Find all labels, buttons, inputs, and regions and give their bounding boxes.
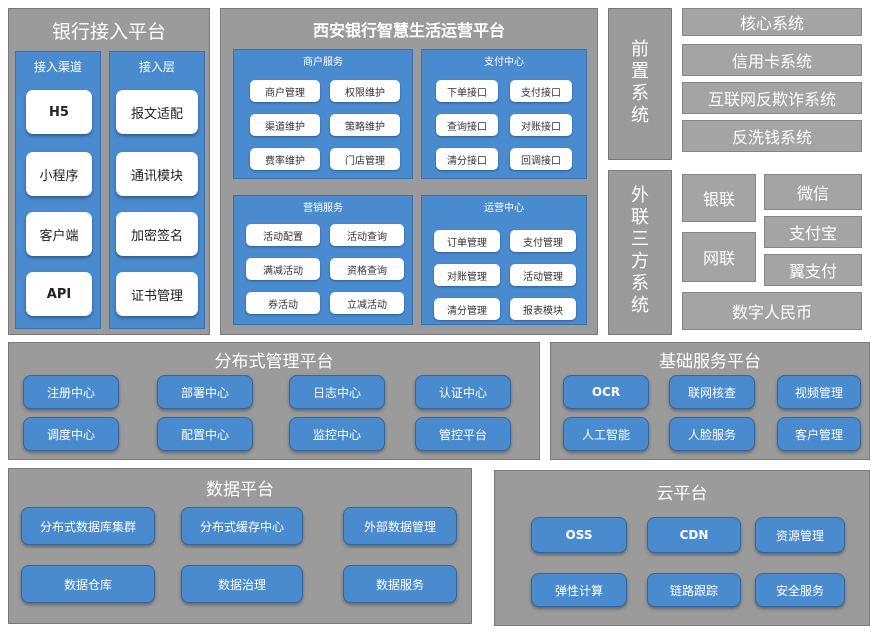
access-layer-column: 接入层 报文适配 通讯模块 加密签名 证书管理	[109, 51, 205, 329]
store-mgmt[interactable]: 门店管理	[330, 148, 400, 170]
bestpay[interactable]: 翼支付	[764, 254, 862, 286]
monitor-center[interactable]: 监控中心	[289, 417, 385, 451]
distributed-db-cluster[interactable]: 分布式数据库集群	[21, 507, 155, 545]
ocr-service[interactable]: OCR	[563, 375, 649, 409]
layer-comm-module[interactable]: 通讯模块	[116, 152, 198, 196]
control-platform[interactable]: 管控平台	[415, 417, 511, 451]
external-data-mgmt[interactable]: 外部数据管理	[343, 507, 457, 545]
security-service[interactable]: 安全服务	[755, 573, 845, 607]
distributed-mgmt-panel: 分布式管理平台 注册中心 部署中心 日志中心 认证中心 调度中心 配置中心 监控…	[8, 342, 540, 460]
payment-mgmt[interactable]: 支付管理	[510, 230, 576, 252]
report-module[interactable]: 报表模块	[510, 298, 576, 320]
access-channels-column: 接入渠道 H5 小程序 客户端 API	[15, 51, 101, 329]
order-api[interactable]: 下单接口	[436, 80, 498, 102]
channel-api[interactable]: API	[26, 272, 92, 316]
instant-discount[interactable]: 立减活动	[330, 292, 404, 314]
activity-query[interactable]: 活动查询	[330, 224, 404, 246]
deploy-center[interactable]: 部署中心	[157, 375, 253, 409]
activity-mgmt[interactable]: 活动管理	[510, 264, 576, 286]
permission-maint[interactable]: 权限维护	[330, 80, 400, 102]
customer-mgmt[interactable]: 客户管理	[777, 417, 861, 451]
schedule-center[interactable]: 调度中心	[23, 417, 119, 451]
credit-card-system[interactable]: 信用卡系统	[682, 44, 862, 76]
marketing-service-section: 营销服务 活动配置 活动查询 满减活动 资格查询 券活动 立减活动	[233, 195, 413, 325]
strategy-maint[interactable]: 策略维护	[330, 114, 400, 136]
cdn-service[interactable]: CDN	[647, 517, 741, 553]
clearing-mgmt[interactable]: 清分管理	[434, 298, 500, 320]
distributed-cache-center[interactable]: 分布式缓存中心	[181, 507, 303, 545]
activity-config[interactable]: 活动配置	[246, 224, 320, 246]
anti-fraud-system[interactable]: 互联网反欺诈系统	[682, 82, 862, 114]
unionpay[interactable]: 银联	[682, 174, 756, 222]
basic-service-panel: 基础服务平台 OCR 联网核查 视频管理 人工智能 人脸服务 客户管理	[550, 342, 870, 460]
operations-center-title: 运营中心	[484, 203, 524, 214]
channel-client[interactable]: 客户端	[26, 212, 92, 256]
payment-center-title: 支付中心	[484, 57, 524, 68]
registry-center[interactable]: 注册中心	[23, 375, 119, 409]
digital-rmb[interactable]: 数字人民币	[682, 292, 862, 330]
cloud-platform-panel: 云平台 OSS CDN 资源管理 弹性计算 链路跟踪 安全服务	[494, 470, 870, 626]
core-system[interactable]: 核心系统	[682, 8, 862, 36]
merchant-mgmt[interactable]: 商户管理	[250, 80, 320, 102]
identity-check[interactable]: 联网核查	[669, 375, 755, 409]
data-platform-title: 数据平台	[206, 480, 274, 500]
elastic-compute[interactable]: 弹性计算	[531, 573, 627, 607]
layer-message-adapter[interactable]: 报文适配	[116, 90, 198, 134]
channel-h5[interactable]: H5	[26, 90, 92, 134]
data-warehouse[interactable]: 数据仓库	[21, 565, 155, 603]
callback-api[interactable]: 回调接口	[510, 148, 572, 170]
payment-center-section: 支付中心 下单接口 支付接口 查询接口 对账接口 清分接口 回调接口	[421, 49, 587, 179]
distributed-mgmt-title: 分布式管理平台	[214, 352, 334, 372]
trace-tracking[interactable]: 链路跟踪	[647, 573, 741, 607]
order-mgmt[interactable]: 订单管理	[434, 230, 500, 252]
wechat[interactable]: 微信	[764, 174, 862, 210]
data-governance[interactable]: 数据治理	[181, 565, 303, 603]
rate-maint[interactable]: 费率维护	[250, 148, 320, 170]
reconcile-mgmt[interactable]: 对账管理	[434, 264, 500, 286]
merchant-service-section: 商户服务 商户管理 权限维护 渠道维护 策略维护 费率维护 门店管理	[233, 49, 413, 179]
channel-maint[interactable]: 渠道维护	[250, 114, 320, 136]
anti-money-laundering-system[interactable]: 反洗钱系统	[682, 120, 862, 152]
smart-life-platform-title: 西安银行智慧生活运营平台	[312, 21, 505, 40]
eligibility-query[interactable]: 资格查询	[330, 258, 404, 280]
access-platform-panel: 银行接入平台 接入渠道 H5 小程序 客户端 API 接入层 报文适配 通讯模块…	[8, 8, 210, 335]
access-platform-title: 银行接入平台	[51, 21, 166, 43]
front-system-title: 前置系统	[631, 39, 649, 126]
front-system-label-box: 前置系统	[608, 8, 672, 160]
query-api[interactable]: 查询接口	[436, 114, 498, 136]
basic-service-title: 基础服务平台	[659, 352, 761, 372]
oss-service[interactable]: OSS	[531, 517, 627, 553]
data-service[interactable]: 数据服务	[343, 565, 457, 603]
log-center[interactable]: 日志中心	[289, 375, 385, 409]
merchant-service-title: 商户服务	[303, 57, 343, 68]
clearing-api[interactable]: 清分接口	[436, 148, 498, 170]
resource-mgmt[interactable]: 资源管理	[755, 517, 845, 553]
operations-center-section: 运营中心 订单管理 支付管理 对账管理 活动管理 清分管理 报表模块	[421, 195, 587, 325]
external-system-label-box: 外联三方系统	[608, 170, 672, 335]
access-layer-title: 接入层	[138, 60, 175, 74]
full-reduction[interactable]: 满减活动	[246, 258, 320, 280]
alipay[interactable]: 支付宝	[764, 216, 862, 248]
marketing-service-title: 营销服务	[303, 203, 343, 214]
netsunion[interactable]: 网联	[682, 232, 756, 282]
face-service[interactable]: 人脸服务	[669, 417, 755, 451]
reconcile-api[interactable]: 对账接口	[510, 114, 572, 136]
layer-cert-mgmt[interactable]: 证书管理	[116, 272, 198, 316]
cloud-platform-title: 云平台	[656, 484, 708, 504]
layer-encrypt-sign[interactable]: 加密签名	[116, 212, 198, 256]
external-system-title: 外联三方系统	[631, 185, 649, 316]
video-mgmt[interactable]: 视频管理	[777, 375, 861, 409]
coupon-activity[interactable]: 券活动	[246, 292, 320, 314]
smart-life-platform-panel: 西安银行智慧生活运营平台 商户服务 商户管理 权限维护 渠道维护 策略维护 费率…	[220, 8, 598, 335]
auth-center[interactable]: 认证中心	[415, 375, 511, 409]
access-channels-title: 接入渠道	[33, 60, 82, 74]
ai-service[interactable]: 人工智能	[563, 417, 649, 451]
channel-mini-program[interactable]: 小程序	[26, 152, 92, 196]
config-center[interactable]: 配置中心	[157, 417, 253, 451]
data-platform-panel: 数据平台 分布式数据库集群 分布式缓存中心 外部数据管理 数据仓库 数据治理 数…	[8, 468, 472, 624]
pay-api[interactable]: 支付接口	[510, 80, 572, 102]
